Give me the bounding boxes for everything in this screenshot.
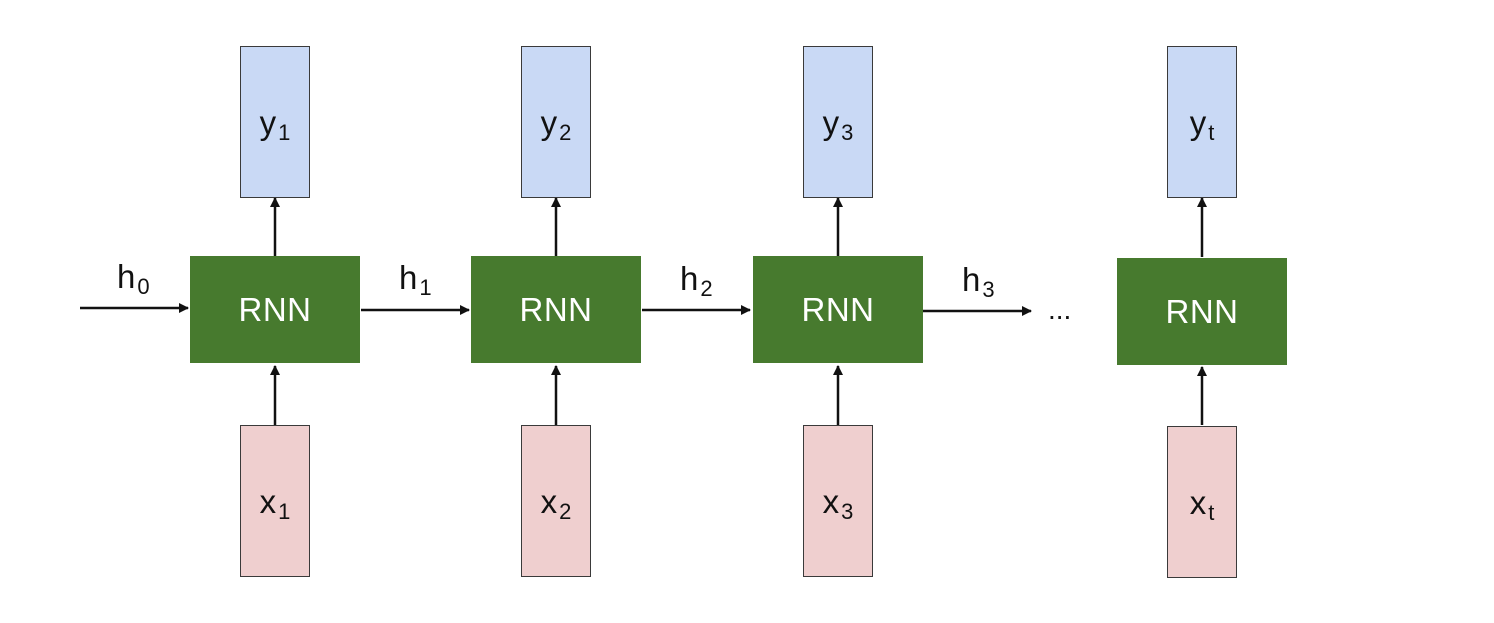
hidden-label-h2: h2 — [680, 260, 713, 301]
rnn-cell-label-t: RNN — [1165, 292, 1239, 330]
rnn-cell-label-1: RNN — [238, 290, 312, 328]
output-box-2: y2 — [521, 46, 591, 198]
hidden-label-h1: h1 — [399, 259, 432, 300]
hidden-label-h0: h0 — [117, 258, 150, 299]
output-box-t: yt — [1167, 46, 1237, 198]
output-label-3: y3 — [822, 103, 854, 145]
input-box-2: x2 — [521, 425, 591, 577]
input-box-3: x3 — [803, 425, 873, 577]
input-label-1: x1 — [259, 482, 291, 524]
rnn-cell-t: RNN — [1117, 258, 1287, 365]
input-label-3: x3 — [822, 482, 854, 524]
input-box-t: xt — [1167, 426, 1237, 578]
output-label-t: yt — [1189, 103, 1215, 145]
rnn-cell-3: RNN — [753, 256, 923, 363]
rnn-cell-label-3: RNN — [801, 290, 875, 328]
output-label-2: y2 — [540, 103, 572, 145]
hidden-label-h3: h3 — [962, 261, 995, 302]
ellipsis: ... — [1048, 294, 1072, 325]
output-box-3: y3 — [803, 46, 873, 198]
input-label-t: xt — [1189, 483, 1215, 525]
rnn-cell-1: RNN — [190, 256, 360, 363]
input-label-2: x2 — [540, 482, 572, 524]
input-box-1: x1 — [240, 425, 310, 577]
rnn-cell-label-2: RNN — [519, 290, 593, 328]
rnn-cell-2: RNN — [471, 256, 641, 363]
output-box-1: y1 — [240, 46, 310, 198]
output-label-1: y1 — [259, 103, 291, 145]
